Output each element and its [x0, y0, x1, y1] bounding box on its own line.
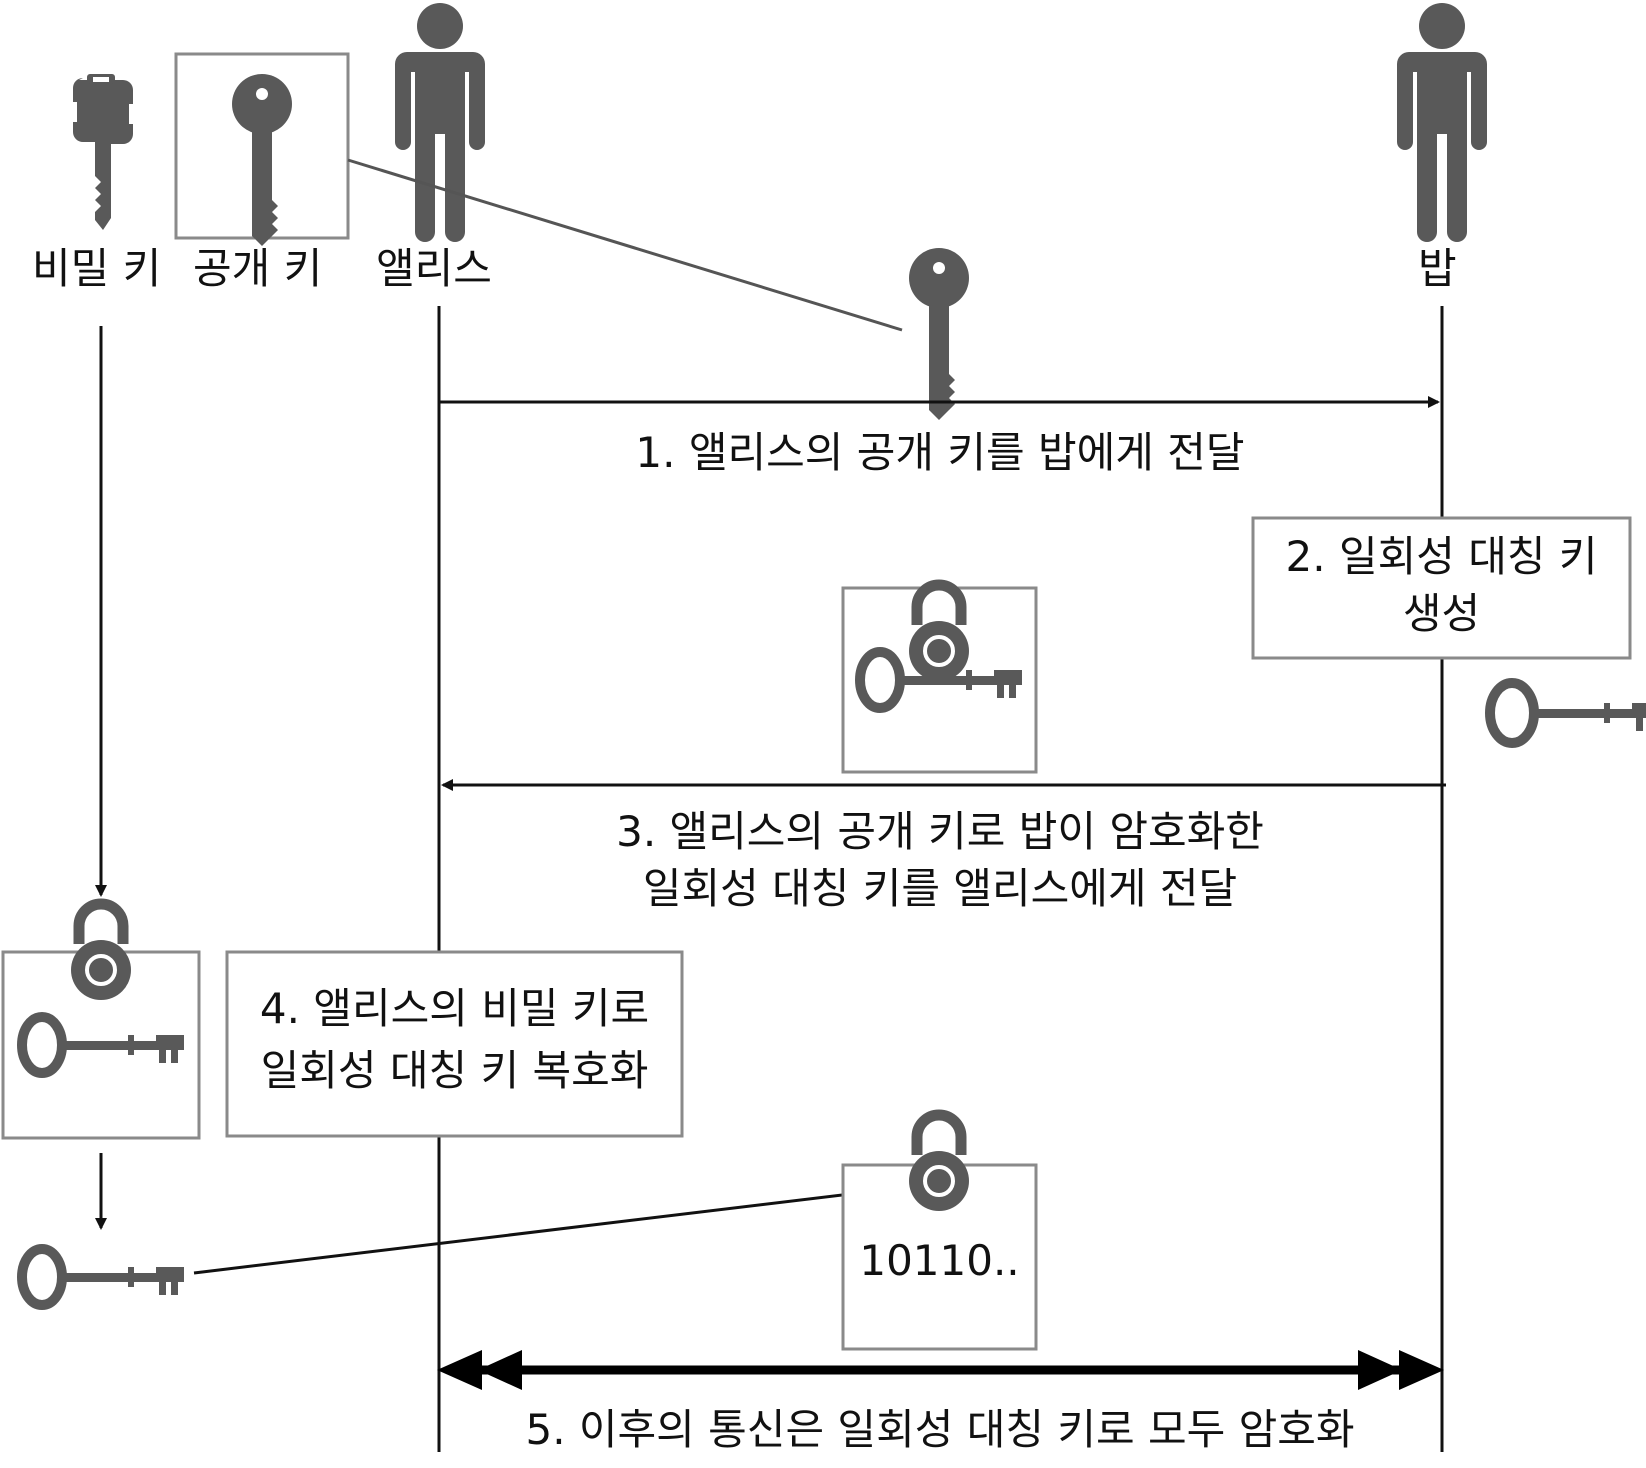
public-key-label: 공개 키 — [193, 244, 323, 293]
symmetric-key-icon — [855, 647, 1022, 713]
bob-symmetric-key-icon — [1485, 678, 1646, 748]
transferred-public-key-icon — [909, 248, 969, 420]
step3-label-line1: 3. 앨리스의 공개 키로 밥이 암호화한 — [616, 807, 1264, 856]
bob-person-icon — [1397, 3, 1487, 242]
arrow-encrypt-data — [193, 1183, 902, 1275]
padlock-icon — [909, 579, 969, 681]
public-key-icon — [232, 74, 292, 246]
step4-box — [225, 950, 684, 1138]
step2-box — [1251, 516, 1632, 660]
step4-label-line2: 일회성 대칭 키 복호화 — [260, 1046, 649, 1095]
decrypted-symmetric-key-icon — [17, 1244, 184, 1310]
step2-label-line2: 생성 — [1402, 589, 1481, 638]
alice-person-icon — [395, 3, 485, 242]
padlock-icon — [71, 898, 131, 1000]
symmetric-key-icon — [17, 1012, 184, 1078]
step1-label: 1. 앨리스의 공개 키를 밥에게 전달 — [635, 428, 1245, 477]
step4-label-line1: 4. 앨리스의 비밀 키로 — [259, 984, 650, 1033]
bob-label: 밥 — [1418, 244, 1457, 293]
step2-label-line1: 2. 일회성 대칭 키 — [1285, 532, 1598, 581]
step3-label-line2: 일회성 대칭 키를 앨리스에게 전달 — [642, 864, 1238, 913]
alice-label: 앨리스 — [376, 244, 492, 293]
encrypted-data-value: 10110.. — [859, 1236, 1020, 1285]
secret-key-label: 비밀 키 — [32, 244, 162, 293]
padlock-icon — [909, 1109, 969, 1211]
step5-label: 5. 이후의 통신은 일회성 대칭 키로 모두 암호화 — [525, 1405, 1355, 1454]
secret-key-icon — [73, 74, 133, 230]
